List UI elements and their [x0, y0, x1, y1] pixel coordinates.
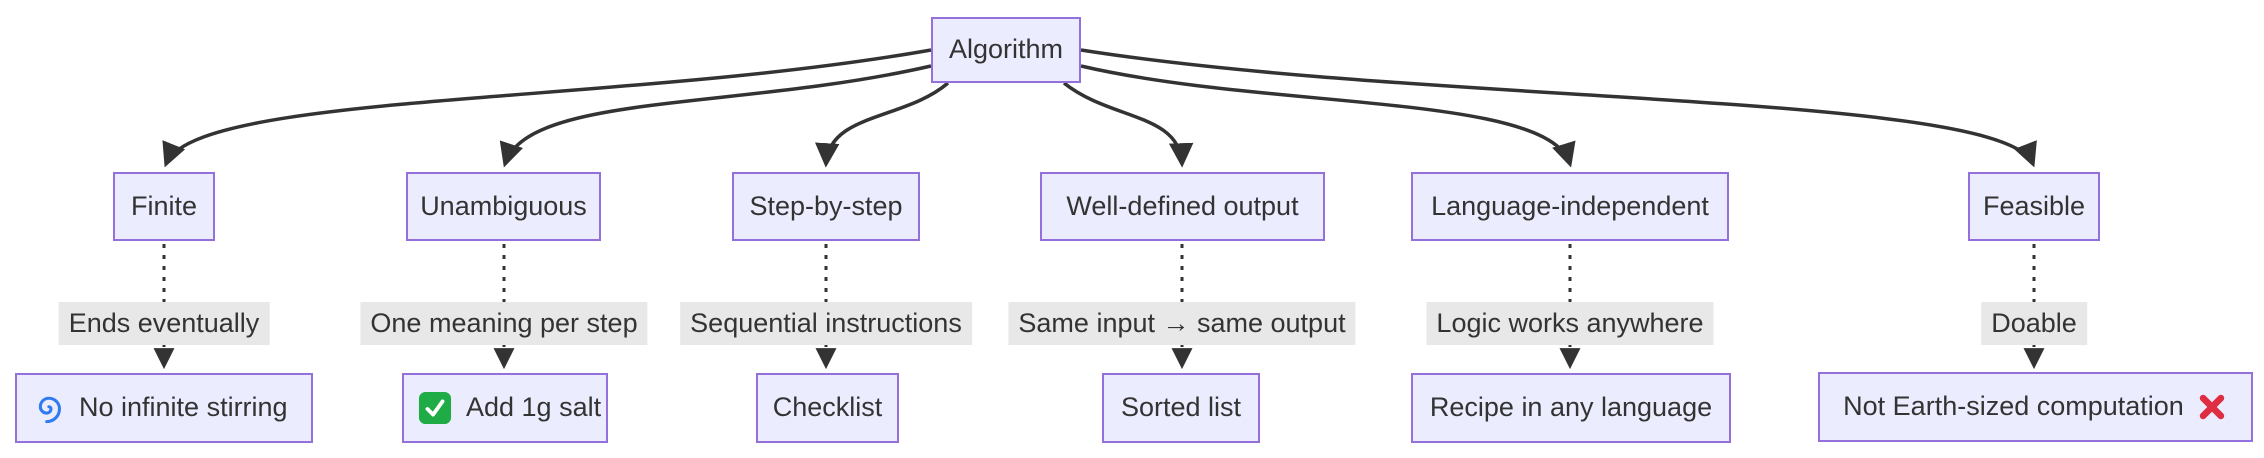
edge-label-sequential-instructions: Sequential instructions [680, 302, 972, 346]
edge-root-finite [162, 48, 932, 168]
check-mark-icon [418, 391, 452, 425]
example-text: Add 1g salt [466, 392, 602, 423]
node-algorithm: Algorithm [931, 17, 1081, 83]
node-finite: Finite [113, 172, 215, 241]
edge-label-logic-works-anywhere: Logic works anywhere [1426, 302, 1714, 346]
example-text: No infinite stirring [79, 392, 288, 423]
cyclone-icon [38, 396, 62, 424]
edge-label-doable: Doable [1981, 302, 2087, 346]
node-example-checklist: Checklist [756, 373, 899, 443]
node-example-add-1g-salt: Add 1g salt [402, 373, 608, 443]
node-unambiguous: Unambiguous [406, 172, 601, 241]
node-example-recipe-any-language: Recipe in any language [1411, 373, 1731, 443]
example-text: Not Earth-sized computation [1843, 391, 2184, 422]
edge-root-well-defined-output [1062, 81, 1194, 168]
node-example-not-earth-sized: Not Earth-sized computation [1818, 372, 2253, 442]
cross-mark-icon [2199, 394, 2225, 420]
edge-label-same-input-same-output: Same input → same output [1008, 302, 1356, 346]
edge-root-feasible [1080, 48, 2037, 168]
node-language-independent: Language-independent [1411, 172, 1729, 241]
edge-root-unambiguous [499, 64, 932, 168]
node-feasible: Feasible [1968, 172, 2100, 241]
edge-label-one-meaning-per-step: One meaning per step [360, 302, 648, 346]
edge-label-ends-eventually: Ends eventually [58, 302, 270, 346]
node-example-no-infinite-stirring: No infinite stirring [15, 373, 313, 443]
edge-root-step-by-step [815, 81, 950, 168]
edge-root-language-independent [1080, 64, 1576, 168]
node-example-sorted-list: Sorted list [1102, 373, 1260, 443]
node-step-by-step: Step-by-step [732, 172, 920, 241]
node-well-defined-output: Well-defined output [1040, 172, 1325, 241]
